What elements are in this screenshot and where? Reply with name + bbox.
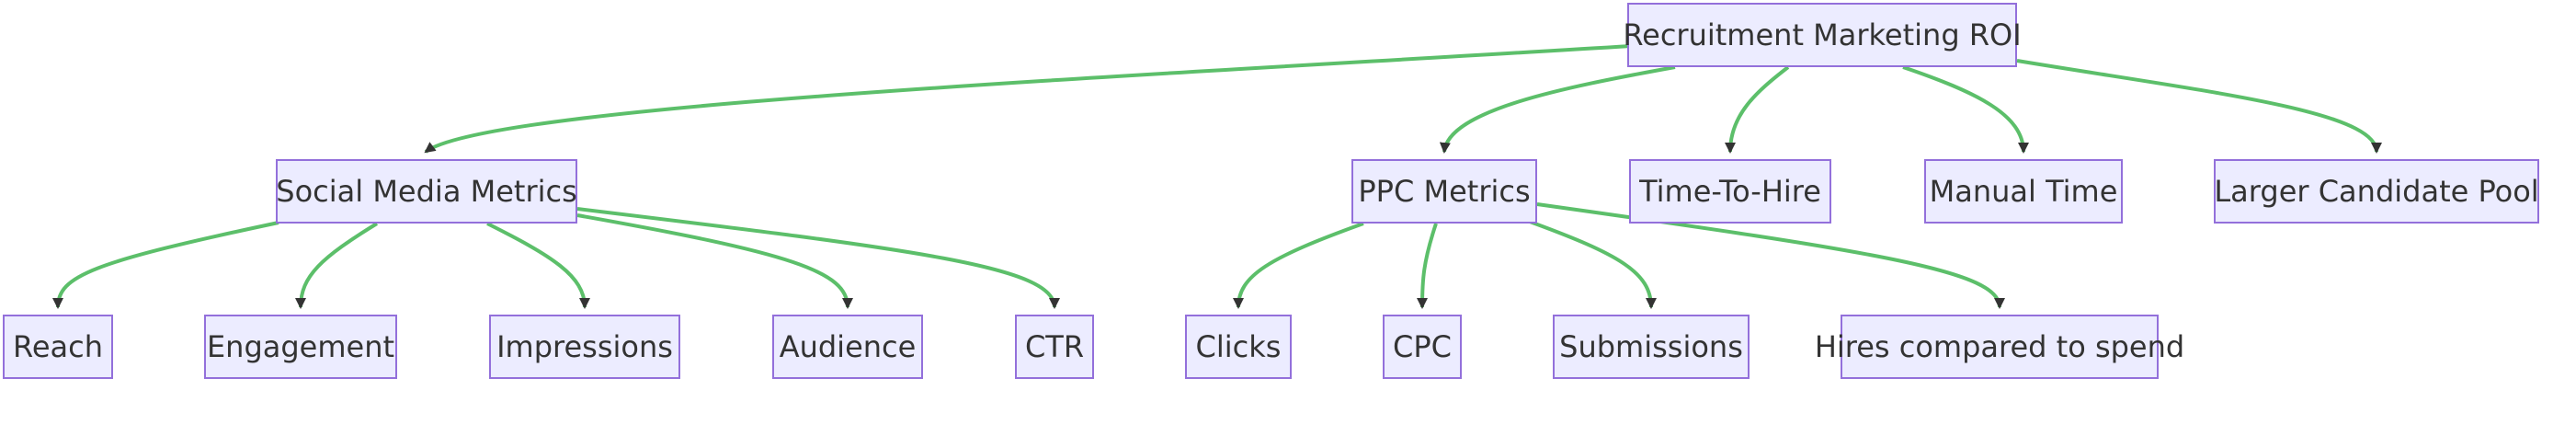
node-clicks: Clicks <box>1185 315 1292 379</box>
node-hires-compared-to-spend: Hires compared to spend <box>1815 315 2184 379</box>
edge-root-ppc <box>1439 65 1676 154</box>
node-impressions: Impressions <box>489 315 680 379</box>
node-social-media-metrics: Social Media Metrics <box>276 159 577 224</box>
node-larger-candidate-pool: Larger Candidate Pool <box>2214 159 2539 224</box>
node-manual-time: Manual Time <box>1924 159 2123 224</box>
node-engagement: Engagement <box>204 315 397 379</box>
edge-root-time-to-hire <box>1725 65 1790 154</box>
node-cpc: CPC <box>1383 315 1462 379</box>
edge-ppc-submissions <box>1529 220 1657 309</box>
edge-social-engagement <box>295 222 379 309</box>
node-time-to-hire: Time-To-Hire <box>1629 159 1831 224</box>
edge-root-manual-time <box>1902 65 2029 154</box>
node-ppc-metrics: PPC Metrics <box>1351 159 1537 224</box>
edge-social-audience <box>576 213 853 309</box>
node-ctr: CTR <box>1015 315 1094 379</box>
node-root: Recruitment Marketing ROI <box>1623 3 2022 67</box>
node-submissions: Submissions <box>1553 315 1750 379</box>
edge-social-ctr <box>576 207 1060 309</box>
edge-social-reach <box>52 221 279 309</box>
node-reach: Reach <box>3 315 113 379</box>
edge-root-larger-pool <box>2016 59 2382 154</box>
edge-social-impressions <box>486 222 590 309</box>
node-audience: Audience <box>772 315 923 379</box>
edge-ppc-cpc <box>1417 223 1438 309</box>
edge-ppc-clicks <box>1233 222 1364 309</box>
edge-root-social <box>424 44 1632 154</box>
